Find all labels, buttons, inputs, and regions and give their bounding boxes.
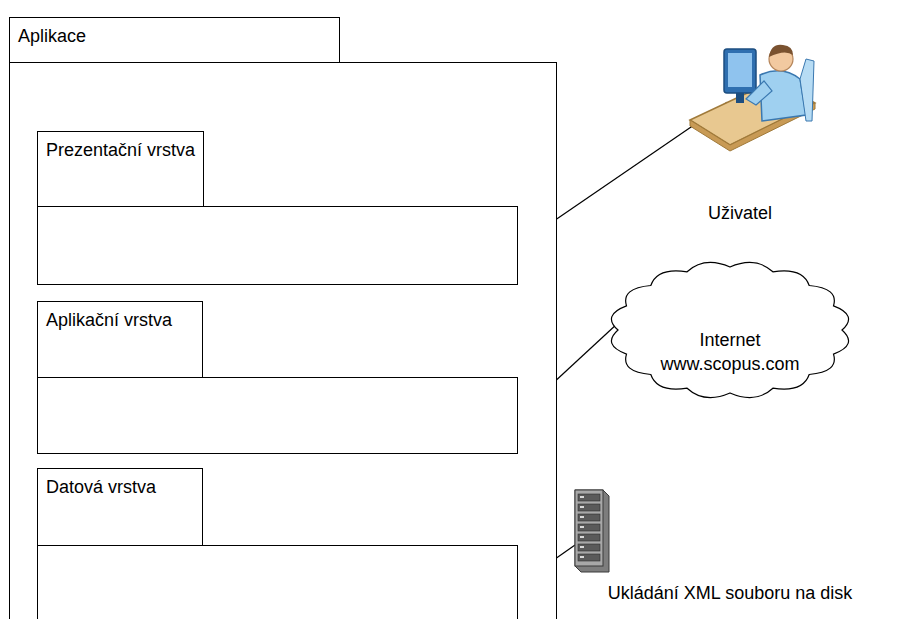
box-body: Prezentační vrstvaAplikační vrstvaDatová… (9, 62, 557, 619)
node-label: Aplikační vrstva (46, 308, 194, 332)
node-label: Internet www.scopus.com (650, 328, 810, 376)
box-body (37, 545, 518, 619)
server-storage: Ukládání XML souboru na disk (567, 486, 901, 619)
node-label: Datová vrstva (46, 475, 194, 499)
user-figure: Uživatel (660, 35, 820, 235)
layer-box: AplikacePrezentační vrstvaAplikační vrst… (9, 17, 557, 619)
node-label: Uživatel (660, 201, 820, 225)
box-tab: Datová vrstva (37, 468, 203, 546)
node-label: Prezentační vrstva (46, 138, 195, 162)
layer-box: Aplikační vrstva (37, 301, 518, 454)
user-icon (660, 35, 820, 195)
layer-box: Prezentační vrstva (37, 131, 518, 285)
node-label: Ukládání XML souboru na disk (563, 581, 897, 605)
box-tab: Prezentační vrstva (37, 131, 204, 207)
internet-cloud: Internet www.scopus.com (605, 255, 855, 405)
layer-box: Datová vrstva (37, 468, 518, 619)
box-tab: Aplikační vrstva (37, 301, 203, 378)
server-icon (567, 486, 611, 574)
box-tab: Aplikace (9, 17, 340, 63)
node-label: Aplikace (18, 24, 331, 48)
box-body (37, 377, 518, 454)
box-body (37, 206, 518, 285)
